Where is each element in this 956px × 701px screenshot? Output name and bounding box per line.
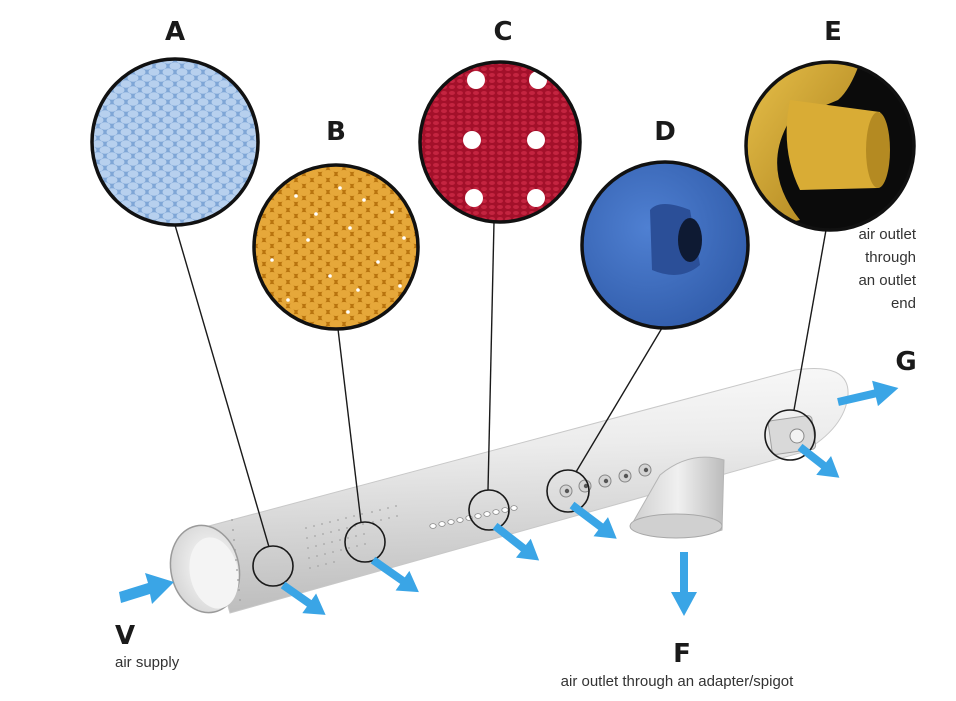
marker-ring-a	[252, 545, 294, 587]
magnifier-c	[418, 60, 582, 224]
fabric-b-texture	[254, 165, 418, 329]
duct	[169, 367, 849, 614]
label-c: C	[493, 17, 512, 47]
fabric-c-holes	[463, 71, 547, 207]
fabric-e-outlet-mouth	[866, 112, 890, 188]
perforation-field-b	[305, 505, 398, 569]
label-b: B	[326, 117, 346, 147]
label-g: G	[895, 347, 916, 377]
duct-inlet-shadow	[189, 537, 239, 609]
spigot-rim	[629, 513, 723, 539]
arrow-g-out	[837, 380, 899, 407]
marker-ring-e	[764, 409, 816, 461]
leader-line-d	[575, 327, 663, 473]
fabric-a-texture	[92, 59, 258, 225]
leader-line-a	[174, 224, 270, 548]
arrow-c-out	[492, 522, 540, 561]
magnifier-e	[744, 60, 916, 232]
arrow-e-out	[797, 443, 840, 478]
fabric-b-microholes	[270, 186, 406, 314]
caption-outlet-end-line3: an outlet	[858, 272, 916, 289]
duct-body	[204, 367, 849, 614]
arrow-v-supply	[119, 573, 174, 604]
caption-spigot: air outlet through an adapter/spigot	[561, 673, 794, 690]
fabric-d-nozzle-opening	[678, 218, 702, 262]
marker-ring-d	[546, 469, 590, 513]
fabric-e-sock	[746, 62, 860, 230]
marker-ring-c	[468, 489, 510, 531]
leader-line-e	[793, 229, 827, 411]
leader-lines	[174, 221, 827, 548]
label-f: F	[673, 639, 691, 669]
arrow-f-out	[671, 552, 697, 616]
caption-outlet-end-line1: air outlet	[858, 226, 916, 243]
label-a: A	[165, 17, 185, 47]
leader-line-b	[337, 328, 362, 523]
perforation-field-a	[231, 519, 241, 601]
arrow-d-out	[569, 501, 617, 539]
nozzle-holes-d	[564, 467, 649, 494]
marker-ring-b	[344, 521, 386, 563]
outlet-end-hole	[789, 428, 805, 444]
magnifier-a	[90, 57, 260, 227]
marker-rings	[252, 409, 816, 587]
arrows	[119, 380, 899, 616]
label-e: E	[824, 17, 842, 47]
label-d: D	[654, 117, 676, 147]
caption-outlet-end-line4: end	[891, 295, 916, 312]
caption-outlet-end-line2: through	[865, 249, 916, 266]
leader-line-c	[487, 221, 495, 491]
magnifier-b	[252, 163, 420, 331]
label-v: V	[115, 621, 135, 651]
magnifier-d	[580, 160, 750, 330]
fabric-c-texture	[420, 62, 580, 222]
caption-air-supply: air supply	[115, 654, 180, 671]
arrow-b-out	[370, 556, 419, 593]
arrow-a-out	[280, 581, 326, 615]
fabric-e-outlet-cone	[786, 100, 888, 190]
